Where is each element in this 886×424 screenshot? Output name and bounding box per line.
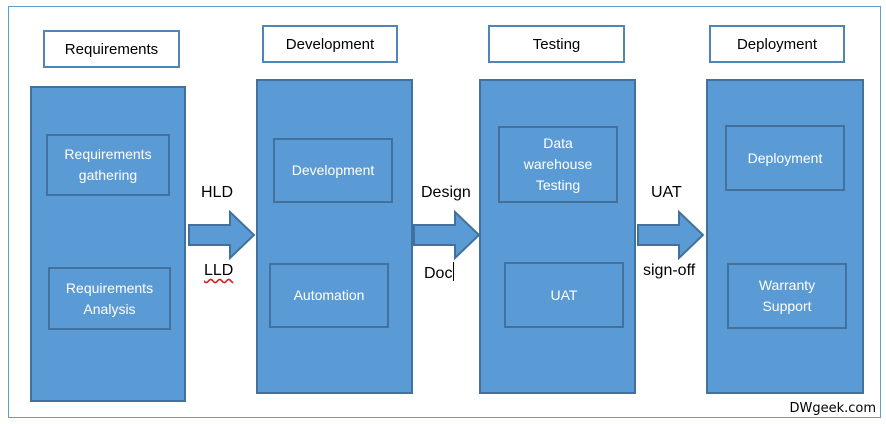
stage-column-deployment: Deployment Warranty Support: [706, 79, 864, 394]
arrow-right-icon: [637, 210, 705, 260]
site-watermark: DWgeek.com: [789, 401, 876, 416]
task-box-requirements-analysis: Requirements Analysis: [48, 267, 171, 330]
task-box-uat: UAT: [504, 262, 624, 328]
stage-title-development: Development: [262, 25, 398, 63]
stage-column-testing: Data warehouse Testing UAT: [479, 79, 636, 394]
task-box-development: Development: [273, 138, 393, 203]
transition-label-hld: HLD: [201, 184, 234, 201]
transition-label-uat: UAT: [651, 184, 682, 201]
transition-label-design: Design: [421, 184, 471, 201]
task-box-requirements-gathering: Requirements gathering: [46, 134, 170, 196]
transition-label-signoff: sign-off: [643, 262, 696, 279]
arrow-right-icon: [413, 210, 481, 260]
task-box-warranty-support: Warranty Support: [727, 263, 847, 329]
task-box-automation: Automation: [269, 263, 389, 328]
task-box-deployment: Deployment: [725, 125, 845, 191]
diagram-frame: [8, 6, 881, 418]
text-cursor: [453, 262, 455, 281]
stage-title-deployment: Deployment: [709, 25, 845, 63]
stage-column-requirements: Requirements gathering Requirements Anal…: [30, 86, 186, 402]
stage-column-development: Development Automation: [256, 79, 413, 394]
task-box-data-warehouse-testing: Data warehouse Testing: [498, 126, 618, 203]
transition-label-lld: LLD: [204, 262, 234, 279]
transition-label-doc: Doc: [424, 262, 455, 283]
arrow-right-icon: [188, 210, 256, 260]
stage-title-requirements: Requirements: [43, 30, 180, 68]
stage-title-testing: Testing: [488, 25, 625, 63]
